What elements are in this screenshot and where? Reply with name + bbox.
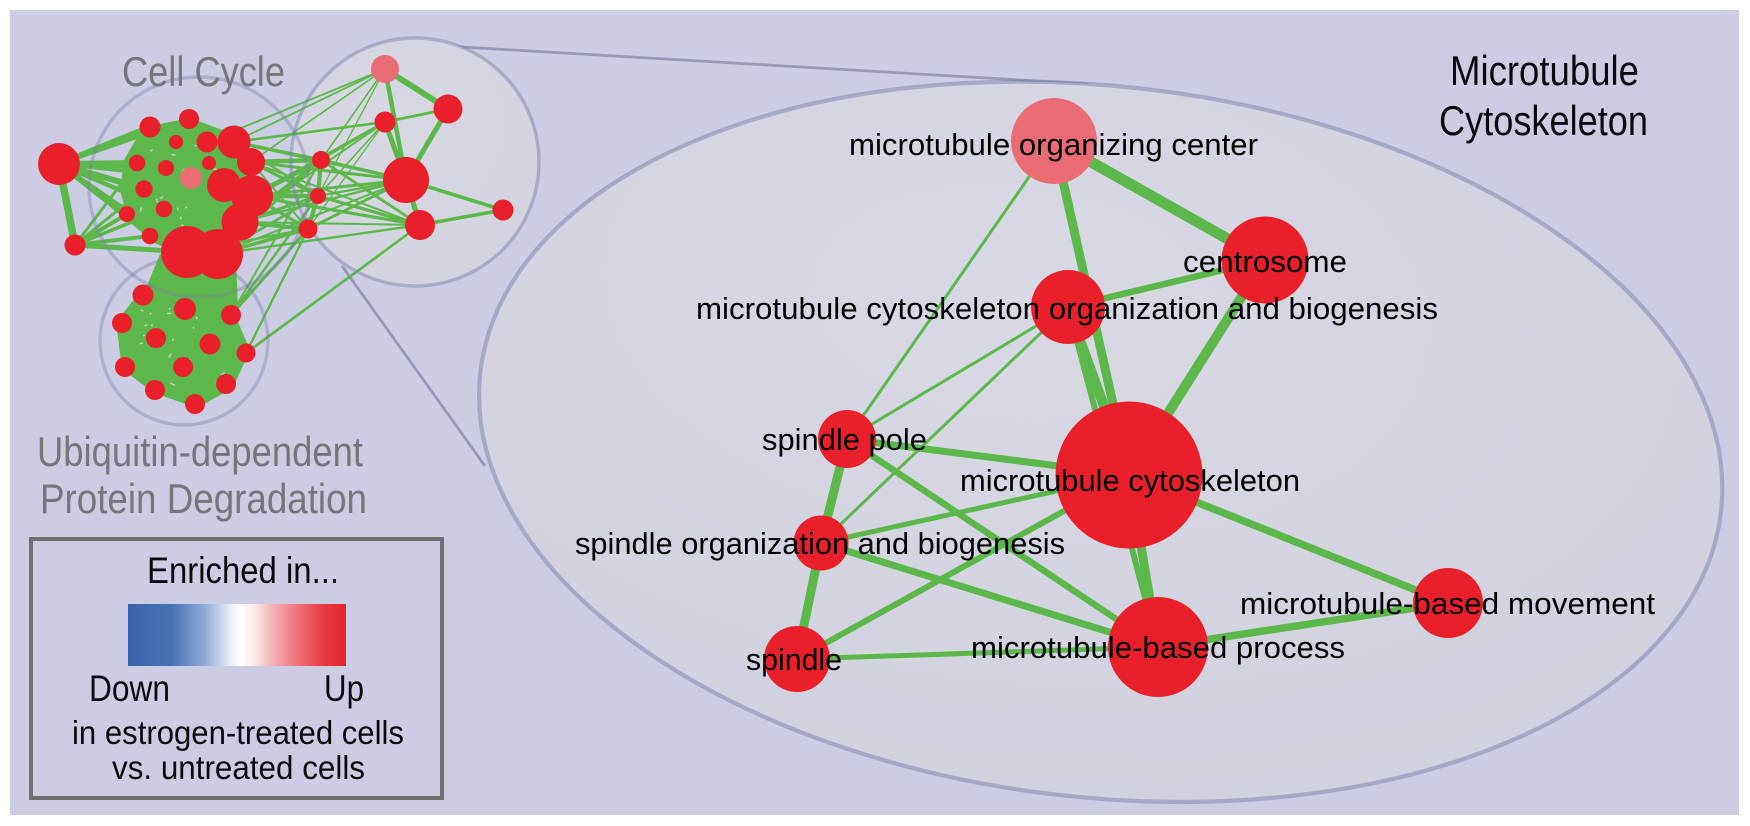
svg-text:microtubule organizing center: microtubule organizing center	[849, 127, 1258, 162]
svg-text:Up: Up	[324, 668, 364, 709]
svg-text:Enriched in...: Enriched in...	[147, 550, 339, 591]
svg-text:Cytoskeleton: Cytoskeleton	[1439, 97, 1648, 144]
svg-text:spindle: spindle	[746, 642, 842, 677]
svg-text:microtubule-based movement: microtubule-based movement	[1240, 586, 1655, 621]
svg-text:microtubule cytoskeleton organ: microtubule cytoskeleton organization an…	[696, 291, 1438, 326]
svg-text:Cell Cycle: Cell Cycle	[122, 48, 285, 95]
svg-text:Down: Down	[89, 668, 170, 709]
svg-text:in estrogen-treated cells: in estrogen-treated cells	[72, 714, 404, 751]
svg-text:Microtubule: Microtubule	[1450, 47, 1639, 94]
svg-text:microtubule-based process: microtubule-based process	[971, 630, 1345, 665]
svg-text:microtubule cytoskeleton: microtubule cytoskeleton	[960, 463, 1300, 498]
svg-text:vs. untreated cells: vs. untreated cells	[112, 749, 365, 786]
svg-text:spindle pole: spindle pole	[762, 422, 927, 457]
svg-text:centrosome: centrosome	[1183, 244, 1347, 279]
svg-text:Ubiquitin-dependent: Ubiquitin-dependent	[37, 428, 363, 475]
svg-text:spindle organization and bioge: spindle organization and biogenesis	[575, 526, 1065, 561]
svg-text:Protein Degradation: Protein Degradation	[40, 475, 367, 522]
